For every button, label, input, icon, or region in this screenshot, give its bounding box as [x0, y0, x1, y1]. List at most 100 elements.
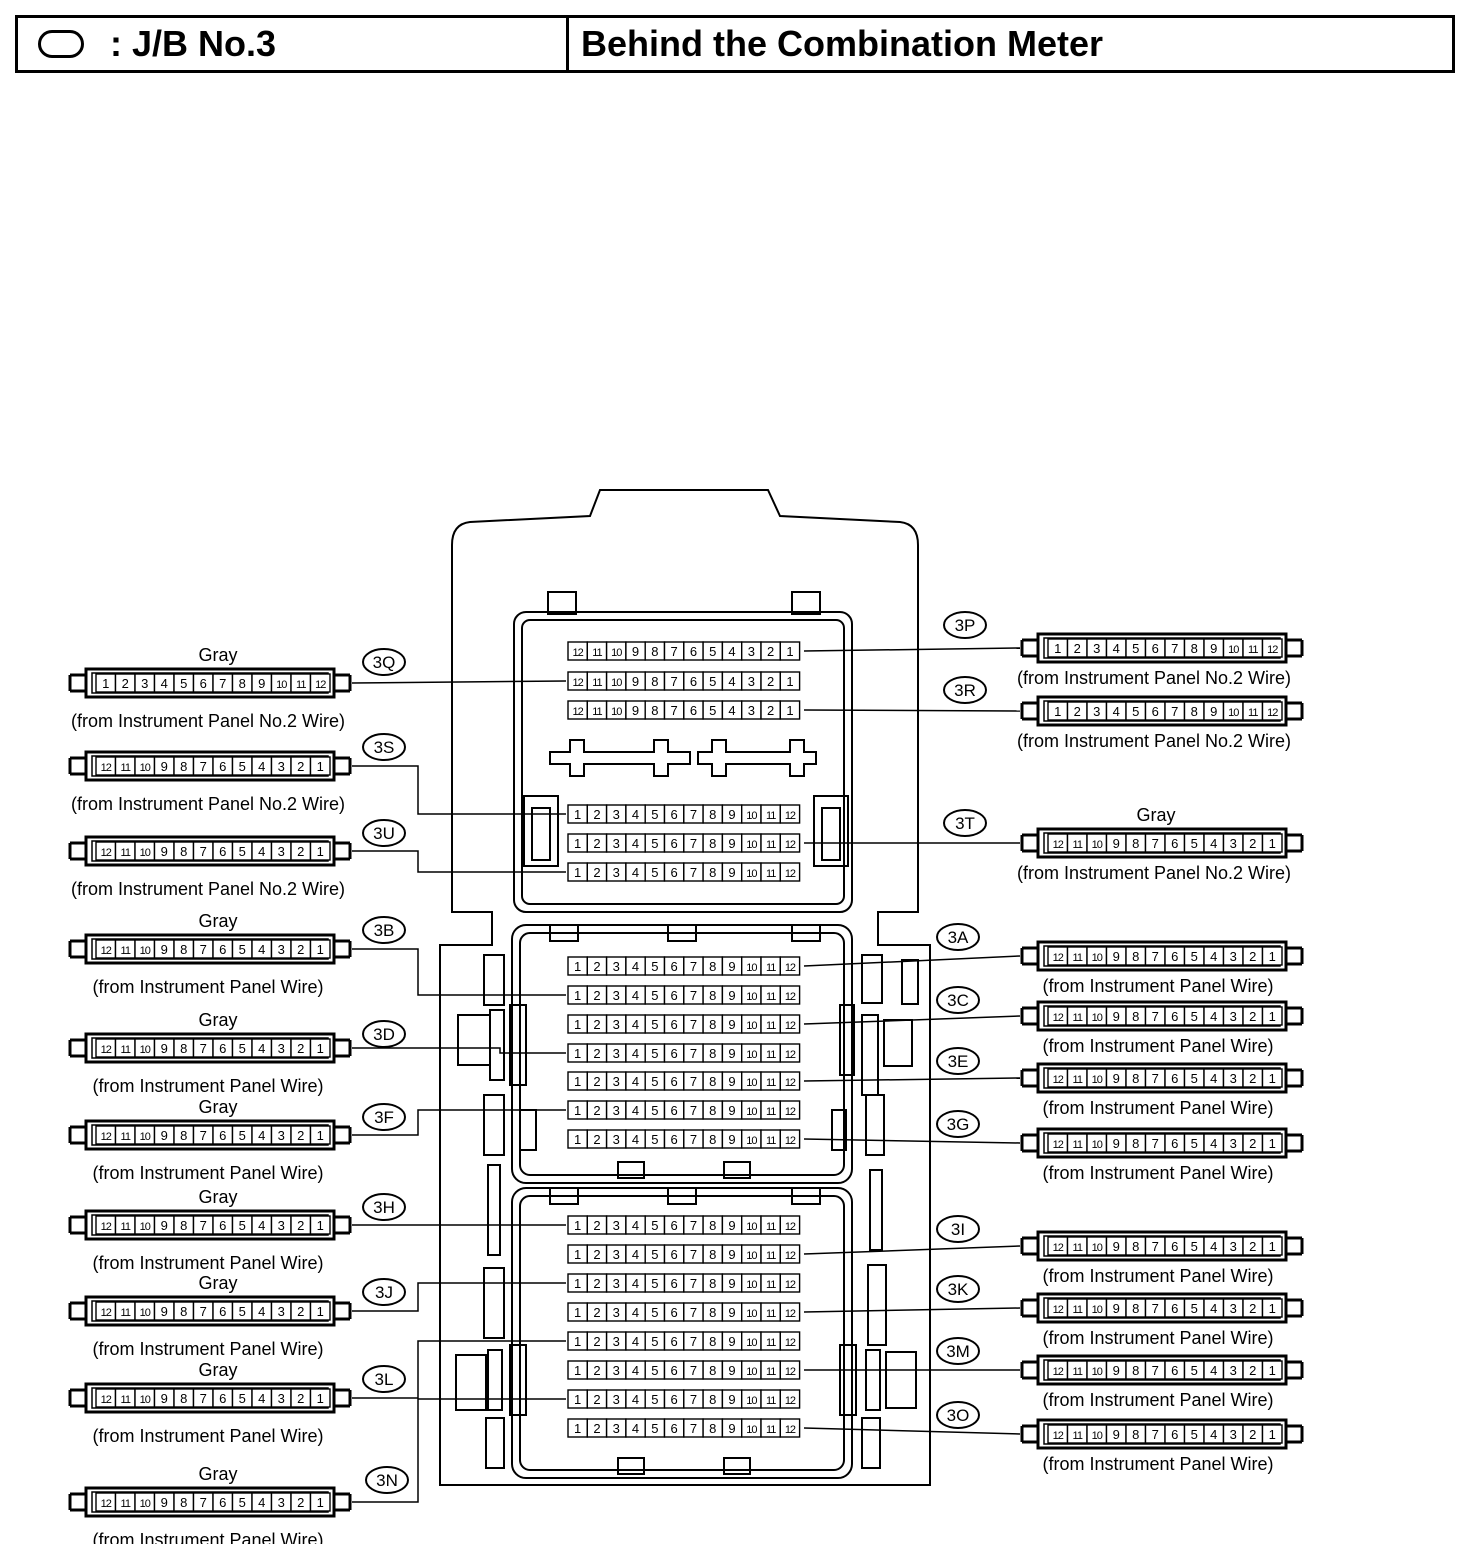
connector-3e-pin-label: 12: [1053, 1074, 1064, 1086]
connector-3s-pin-label: 12: [101, 762, 112, 774]
connector-3s-source-label: (from Instrument Panel No.2 Wire): [71, 794, 345, 814]
connector-3j-pin-label: 9: [161, 1304, 168, 1319]
terminal-row-3E-label: 1: [574, 1074, 581, 1089]
connector-3s-pin-label: 3: [278, 759, 285, 774]
connector-3e-pin-label: 1: [1269, 1071, 1276, 1086]
terminal-row-3P-label: 2: [767, 644, 774, 659]
terminal-row-3H-label: 7: [690, 1218, 697, 1233]
terminal-row-3J-cell: [779, 1273, 801, 1293]
connector-3h-pin-label: 9: [161, 1218, 168, 1233]
connector-3p-pin-label: 2: [1074, 641, 1081, 656]
terminal-row-3T-label: 5: [651, 836, 658, 851]
connector-3b-pin-label: 1: [317, 942, 324, 957]
terminal-row-3A-cell: [779, 956, 801, 976]
terminal-row-3G-label: 5: [651, 1132, 658, 1147]
connector-3c-pin-label: 3: [1230, 1009, 1237, 1024]
terminal-row-3U-label: 4: [632, 865, 639, 880]
connector-3s-pin-label: 2: [297, 759, 304, 774]
terminal-row-3G-label: 8: [709, 1132, 716, 1147]
connector-3r-pin-label: 10: [1228, 707, 1239, 719]
terminal-row-3R-label: 10: [611, 706, 622, 718]
terminal-row-3P-label: 11: [592, 647, 602, 659]
terminal-row-3K-label: 3: [613, 1305, 620, 1320]
connector-3g-leader-line: [803, 1138, 1021, 1144]
connector-3b-pin-label: 7: [200, 942, 207, 957]
connector-3a-pin-label: 3: [1230, 949, 1237, 964]
connector-3g-pin-label: 7: [1152, 1136, 1159, 1151]
terminal-row-3L-label: 12: [785, 1337, 796, 1349]
terminal-row-3I-label: 4: [632, 1247, 639, 1262]
terminal-row-3B-label: 3: [613, 988, 620, 1003]
connector-3k-pin-label: 11: [1073, 1304, 1083, 1316]
terminal-row-3E-label: 8: [709, 1074, 716, 1089]
terminal-row-3C-label: 8: [709, 1017, 716, 1032]
connector-3e-pin-label: 4: [1210, 1071, 1217, 1086]
terminal-row-3U-label: 12: [785, 868, 796, 880]
connector-3q-pin-label: 3: [141, 676, 148, 691]
connector-3r-pin-label: 11: [1248, 707, 1258, 719]
terminal-row-3R-label: 1: [786, 703, 793, 718]
connector-3h-color-label: Gray: [198, 1187, 237, 1207]
terminal-row-3M-label: 12: [785, 1366, 796, 1378]
connector-3n-pin-label: 8: [180, 1495, 187, 1510]
connector-3d-pin-label: 2: [297, 1041, 304, 1056]
terminal-row-3E-label: 10: [746, 1077, 757, 1089]
connector-3o-pin-label: 5: [1191, 1427, 1198, 1442]
connector-3s-tag-label: 3S: [374, 738, 395, 757]
terminal-row-3G-cell: [779, 1129, 801, 1149]
connector-3d-source-label: (from Instrument Panel Wire): [92, 1076, 323, 1096]
connector-3e-pin-label: 11: [1073, 1074, 1083, 1086]
connector-3f-pin-label: 7: [200, 1128, 207, 1143]
connector-3t-pin-label: 3: [1230, 836, 1237, 851]
terminal-row-3R-cell: [779, 700, 801, 720]
terminal-row-3T-label: 7: [690, 836, 697, 851]
terminal-row-3A-label: 1: [574, 959, 581, 974]
terminal-row-3B-label: 4: [632, 988, 639, 1003]
connector-3p-pin-label: 3: [1093, 641, 1100, 656]
connector-3m-pin-label: 2: [1249, 1363, 1256, 1378]
terminal-row-3F-label: 9: [728, 1103, 735, 1118]
connector-3b-source-label: (from Instrument Panel Wire): [92, 977, 323, 997]
connector-3l-pin-cell: [309, 1388, 331, 1408]
connector-3q-pin-label: 10: [276, 679, 287, 691]
terminal-row-3C-label: 12: [785, 1020, 796, 1032]
connector-3g-pin-label: 4: [1210, 1136, 1217, 1151]
connector-3h-pin-label: 5: [239, 1218, 246, 1233]
connector-3a-pin-label: 5: [1191, 949, 1198, 964]
connector-3a-pin-label: 11: [1073, 952, 1083, 964]
terminal-row-3D-label: 8: [709, 1046, 716, 1061]
connector-3g-pin-label: 6: [1171, 1136, 1178, 1151]
terminal-row-3R-label: 12: [573, 706, 584, 718]
connector-3a-pin-label: 10: [1092, 952, 1103, 964]
connector-3d-pin-label: 12: [101, 1044, 112, 1056]
terminal-row-3H-label: 1: [574, 1218, 581, 1233]
terminal-row-3P-cell: [779, 641, 801, 661]
terminal-row-3M-label: 2: [593, 1363, 600, 1378]
connector-3o-pin-label: 7: [1152, 1427, 1159, 1442]
connector-3j-pin-label: 6: [219, 1304, 226, 1319]
terminal-row-3R-label: 8: [651, 703, 658, 718]
connector-3c-pin-label: 8: [1132, 1009, 1139, 1024]
connector-3s-pin-label: 8: [180, 759, 187, 774]
junction-block-title: : J/B No.3: [110, 23, 277, 64]
terminal-row-3M-label: 7: [690, 1363, 697, 1378]
terminal-row-3H-label: 5: [651, 1218, 658, 1233]
connector-3u-tag-label: 3U: [373, 824, 395, 843]
connector-3p-pin-label: 1: [1054, 641, 1061, 656]
connector-3p-pin-label: 9: [1210, 641, 1217, 656]
terminal-row-3U-label: 8: [709, 865, 716, 880]
terminal-row-3E-label: 2: [593, 1074, 600, 1089]
terminal-row-3Q-label: 10: [611, 677, 622, 689]
connector-3a-pin-label: 6: [1171, 949, 1178, 964]
connector-3s-pin-label: 5: [239, 759, 246, 774]
connector-3q-tag-oval: [362, 648, 406, 676]
connector-3a-pin-label: 7: [1152, 949, 1159, 964]
terminal-row-3H-label: 10: [746, 1221, 757, 1233]
terminal-row-3L-label: 11: [766, 1337, 776, 1349]
terminal-row-3B-cell: [779, 985, 801, 1005]
connector-3r-pin-label: 7: [1171, 704, 1178, 719]
terminal-row-3T-label: 3: [613, 836, 620, 851]
terminal-row-3J-label: 10: [746, 1279, 757, 1291]
connector-3h-pin-label: 2: [297, 1218, 304, 1233]
